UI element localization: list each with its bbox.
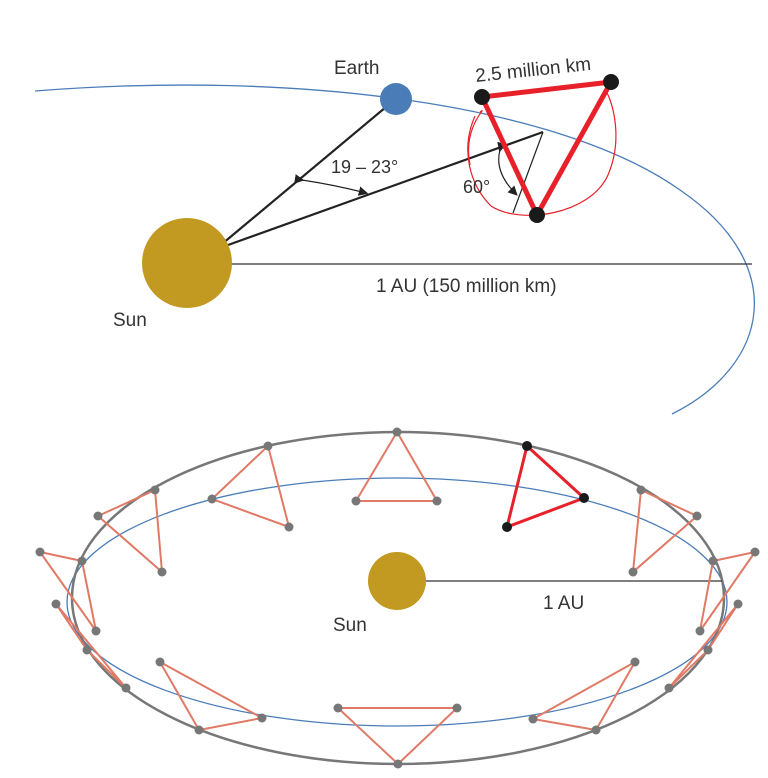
spacecraft-marker (733, 599, 743, 609)
spacecraft-marker (522, 441, 532, 451)
spacecraft-marker (579, 493, 589, 503)
spacecraft-marker (636, 485, 646, 495)
normal-line (512, 131, 544, 214)
angle-arrow (294, 174, 369, 196)
spacecraft-marker (393, 759, 403, 769)
spacecraft-marker (155, 657, 165, 667)
spacecraft-1 (474, 89, 490, 105)
spacecraft-marker (284, 522, 294, 532)
sun-label: Sun (113, 310, 147, 331)
constellation-position (354, 430, 439, 502)
spacecraft-3 (529, 207, 545, 223)
spacecraft-marker (77, 556, 87, 566)
spacecraft-marker (703, 645, 713, 655)
spacecraft-marker (91, 626, 101, 636)
spacecraft-marker (150, 485, 160, 495)
current-constellation (504, 443, 587, 530)
constellation-position (699, 550, 758, 632)
spacecraft-marker (157, 567, 167, 577)
tilt-arrow (497, 141, 518, 196)
earth-orbit (34, 84, 755, 415)
spacecraft-marker (528, 714, 538, 724)
spacecraft-marker (750, 547, 760, 557)
spacecraft-marker (664, 683, 674, 693)
spacecraft-marker (51, 599, 61, 609)
earth-label: Earth (334, 58, 379, 79)
au-label-bottom: 1 AU (543, 593, 584, 614)
constellation-position (96, 488, 164, 575)
spacecraft-marker (93, 511, 103, 521)
spacecraft-marker (351, 496, 361, 506)
constellation-position (631, 488, 699, 575)
spacecraft-marker (628, 567, 638, 577)
lisa-constellation (479, 79, 614, 218)
sun-lisa-line (227, 130, 544, 247)
arm-length-label: 2.5 million km (474, 54, 592, 87)
au-distance-label: 1 AU (150 million km) (376, 276, 557, 297)
constellation-position (55, 603, 127, 689)
spacecraft-marker (692, 511, 702, 521)
spacecraft-marker (263, 441, 273, 451)
earth (380, 83, 412, 115)
spacecraft-marker (630, 657, 640, 667)
spacecraft-marker (695, 626, 705, 636)
rotation-arc-left (467, 115, 492, 207)
spacecraft-marker (333, 703, 343, 713)
spacecraft-marker (121, 683, 131, 693)
constellation-position (530, 659, 638, 732)
spacecraft-marker (502, 522, 512, 532)
tilt-label: 60° (463, 177, 490, 197)
angle-label: 19 – 23° (331, 157, 398, 177)
sun-label-bottom: Sun (333, 615, 367, 636)
constellation-position (37, 550, 97, 632)
spacecraft-marker (452, 703, 462, 713)
spacecraft-marker (207, 494, 217, 504)
constellation-position (157, 659, 265, 732)
spacecraft-marker (591, 725, 601, 735)
sun-bottom (368, 552, 426, 610)
constellation-position (335, 707, 460, 766)
spacecraft-marker (194, 725, 204, 735)
spacecraft-marker (708, 556, 718, 566)
sun (142, 218, 232, 308)
spacecraft-marker (392, 427, 402, 437)
spacecraft-marker (82, 645, 92, 655)
spacecraft-marker (432, 496, 442, 506)
spacecraft-2 (603, 74, 619, 90)
spacecraft-marker (257, 713, 267, 723)
constellation-rotation-circle (468, 89, 617, 216)
constellation-position (210, 444, 291, 529)
constellation-position (668, 603, 739, 689)
spacecraft-marker (35, 547, 45, 557)
earth-orbit-bottom (66, 477, 728, 727)
